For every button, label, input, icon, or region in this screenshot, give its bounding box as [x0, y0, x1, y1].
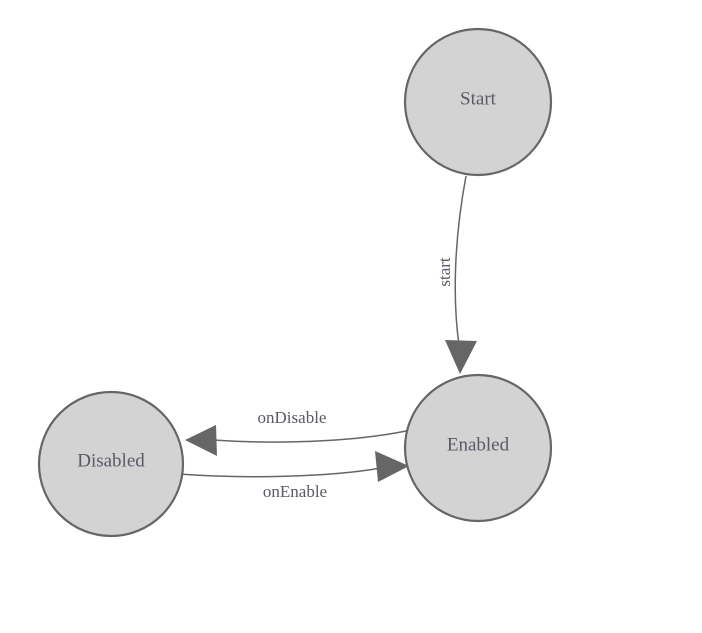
edge-start-to-enabled[interactable]: start: [435, 175, 477, 374]
node-start[interactable]: Start: [403, 27, 553, 177]
node-start-label: Start: [460, 88, 497, 109]
edge-label-onenable: onEnable: [263, 482, 327, 501]
node-start-circle: [403, 27, 553, 177]
node-disabled-circle: [37, 390, 185, 538]
edge-label-ondisable: onDisable: [258, 408, 327, 427]
node-enabled-circle: [403, 373, 553, 523]
node-disabled-label: Disabled: [77, 450, 145, 471]
edge-enabled-to-disabled[interactable]: onDisable: [185, 408, 412, 456]
edge-start-to-enabled-arrowhead: [445, 340, 477, 374]
edge-label-start: start: [435, 257, 454, 287]
edge-enabled-to-disabled-path: [212, 429, 412, 443]
node-disabled[interactable]: Disabled: [37, 390, 185, 538]
node-enabled-label: Enabled: [447, 434, 510, 455]
edge-disabled-to-enabled-arrowhead: [375, 451, 409, 482]
edge-disabled-to-enabled[interactable]: onEnable: [178, 451, 409, 501]
edge-disabled-to-enabled-path: [178, 467, 382, 478]
node-enabled[interactable]: Enabled: [403, 373, 553, 523]
edge-enabled-to-disabled-arrowhead: [185, 425, 217, 456]
edge-start-to-enabled-path: [454, 175, 467, 346]
